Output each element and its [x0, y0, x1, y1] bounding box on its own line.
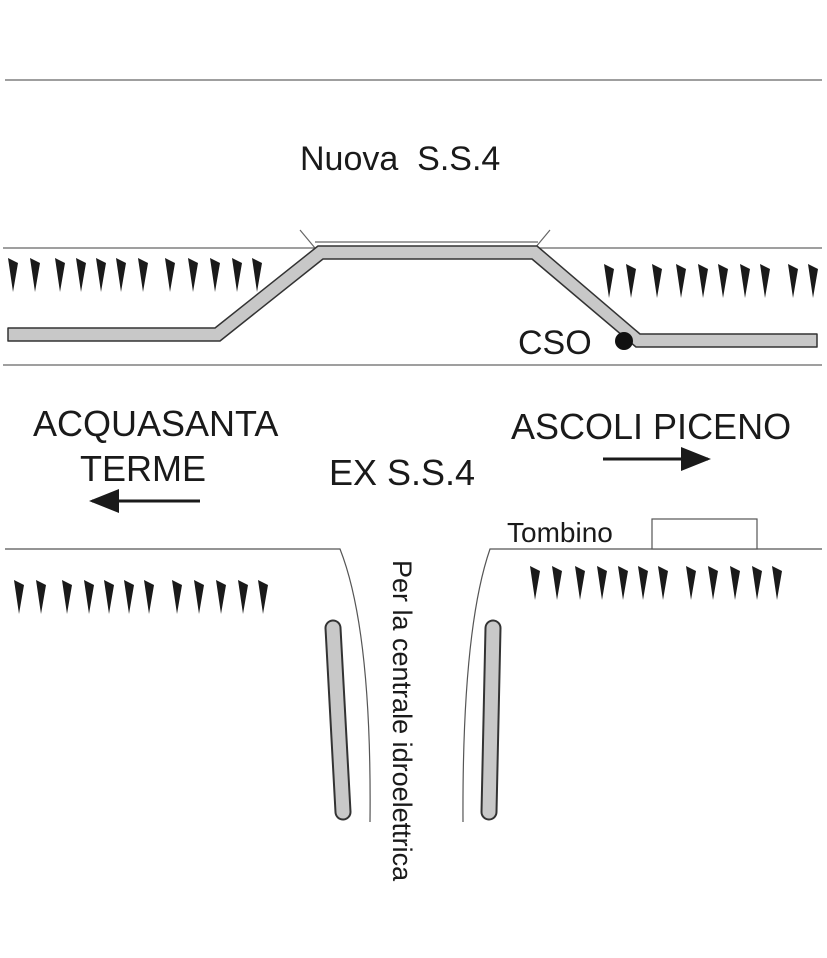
embankment-tick-icon	[604, 264, 614, 298]
embankment-tick-icon	[752, 566, 762, 600]
embankment-tick-icon	[638, 566, 648, 600]
embankment-tick-icon	[194, 580, 204, 614]
embankment-tick-icon	[258, 580, 268, 614]
embankment-tick-icon	[676, 264, 686, 298]
cso-label: CSO	[518, 324, 592, 362]
embankment-tick-icon	[104, 580, 114, 614]
embankment-tick-icon	[652, 264, 662, 298]
destination-west-line1: ACQUASANTA	[33, 403, 279, 444]
embankment-tick-icon	[116, 258, 126, 292]
new-road-label: Nuova S.S.4	[300, 140, 501, 178]
embankment-tick-icon	[172, 580, 182, 614]
embankment-tick-icon	[575, 566, 585, 600]
embankment-tick-icon	[708, 566, 718, 600]
left-side-pipe-fill	[326, 621, 350, 819]
embankment-tick-icon	[718, 264, 728, 298]
embankment-tick-icon	[216, 580, 226, 614]
embankment-tick-icon	[14, 580, 24, 614]
embankment-tick-icon	[36, 580, 46, 614]
embankment-tick-icon	[808, 264, 818, 298]
main-pipe	[7, 245, 818, 348]
embankment-tick-icon	[55, 258, 65, 292]
embankment-tick-icon	[552, 566, 562, 600]
embankment-tick-icon	[740, 264, 750, 298]
destination-west-line2: TERME	[80, 448, 206, 489]
embankment-tick-icon	[232, 258, 242, 292]
embankment-tick-icon	[8, 258, 18, 292]
culvert-label: Tombino	[507, 517, 613, 548]
old-road-left-edge	[5, 548, 371, 823]
right-side-pipe-fill	[482, 621, 500, 819]
embankment-tick-icon	[730, 566, 740, 600]
embankment-tick-icon	[210, 258, 220, 292]
embankment-tick-icon	[772, 566, 782, 600]
side-road-label-line2: idroelettrica	[386, 741, 417, 882]
embankment-tick-icon	[760, 264, 770, 298]
embankment-tick-icon	[96, 258, 106, 292]
embankment-tick-icon	[238, 580, 248, 614]
embankment-ticks	[8, 258, 818, 614]
embankment-tick-icon	[626, 264, 636, 298]
cso-point-icon	[615, 332, 633, 350]
embankment-tick-icon	[84, 580, 94, 614]
embankment-tick-icon	[138, 258, 148, 292]
embankment-tick-icon	[698, 264, 708, 298]
embankment-tick-icon	[597, 566, 607, 600]
embankment-tick-icon	[618, 566, 628, 600]
embankment-tick-icon	[658, 566, 668, 600]
embankment-tick-icon	[530, 566, 540, 600]
embankment-tick-icon	[76, 258, 86, 292]
culvert-box	[651, 518, 758, 550]
embankment-tick-icon	[788, 264, 798, 298]
side-road-label-line1: Per la centrale	[386, 560, 417, 735]
old-road-right-edge	[462, 548, 822, 823]
embankment-tick-icon	[144, 580, 154, 614]
embankment-tick-icon	[62, 580, 72, 614]
embankment-tick-icon	[165, 258, 175, 292]
embankment-tick-icon	[30, 258, 40, 292]
embankment-tick-icon	[686, 566, 696, 600]
old-road-label: EX S.S.4	[329, 452, 476, 493]
side-road-label: Per la centrale idroelettrica	[384, 560, 418, 881]
embankment-tick-icon	[252, 258, 262, 292]
destination-east-label: ASCOLI PICENO	[511, 406, 792, 447]
embankment-tick-icon	[124, 580, 134, 614]
embankment-tick-icon	[188, 258, 198, 292]
